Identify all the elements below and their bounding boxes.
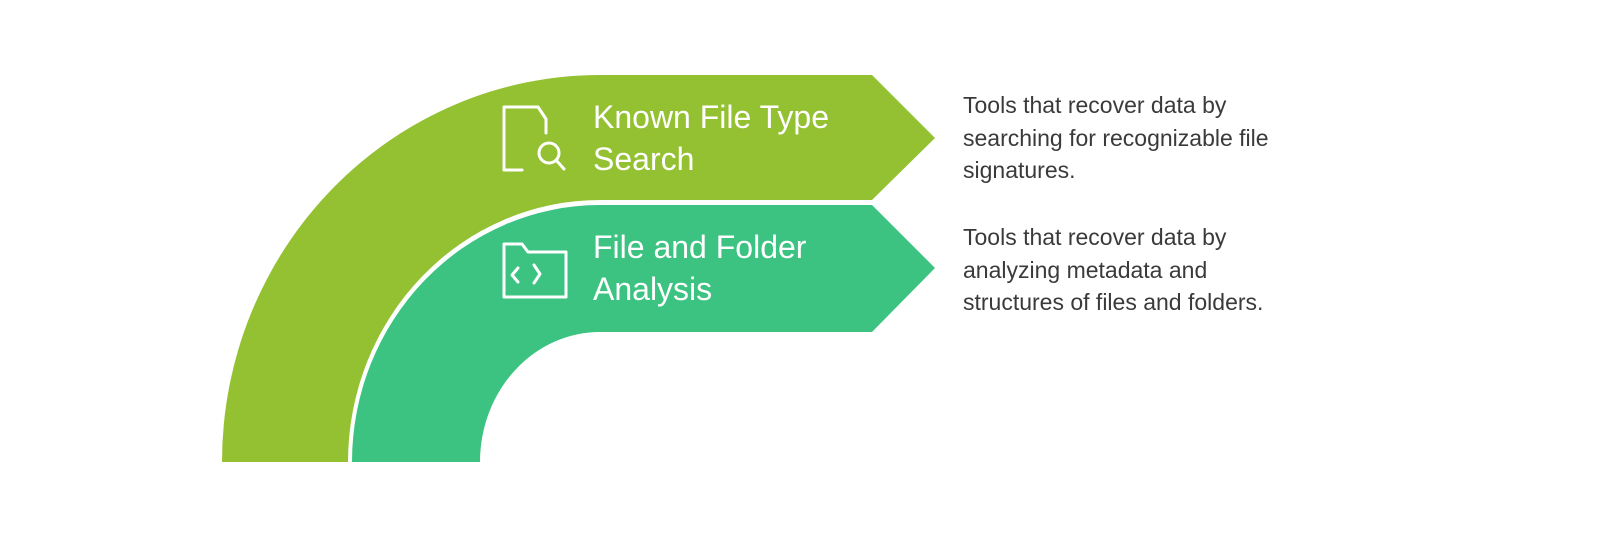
step-1-title: Known File Type Search [593,96,893,180]
band-file-and-folder-analysis [352,205,935,462]
step-2-title: File and Folder Analysis [593,226,893,310]
description-line: analyzing metadata and [963,256,1208,283]
description-line: Tools that recover data by [963,92,1227,118]
step-1-title-line2: Search [593,141,695,177]
step-1-title-line1: Known File Type [593,99,829,135]
folder-code-icon [500,240,570,305]
description-line: signatures. [963,157,1076,183]
step-2-description: Tools that recover data by analyzing met… [963,221,1383,319]
file-search-icon [500,103,570,178]
description-line: Tools that recover data by [963,224,1227,250]
step-2-title-line1: File and Folder [593,229,807,265]
description-line: structures of files and folders. [963,289,1264,315]
step-2-title-line2: Analysis [593,271,713,307]
description-line: searching for recognizable file [963,124,1269,151]
band-known-file-type-search [222,75,935,462]
step-1-description: Tools that recover data by searching for… [963,89,1383,187]
